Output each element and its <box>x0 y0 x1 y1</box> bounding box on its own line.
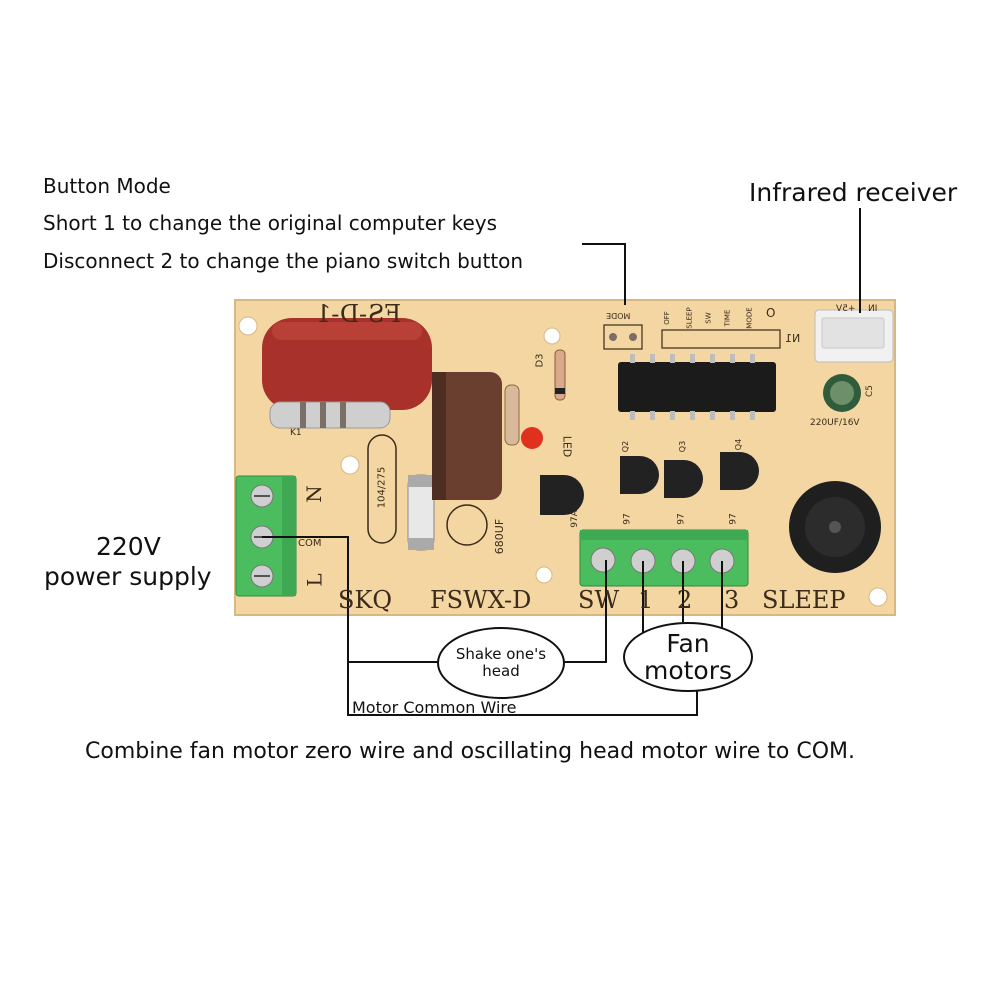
power-resistor <box>269 401 391 429</box>
pcb-k1: K1 <box>290 428 302 438</box>
pcb-skq: SKQ <box>338 586 393 614</box>
pcb-c5-value: 220UF/16V <box>810 418 860 428</box>
pcb-n1: N1 <box>785 332 801 345</box>
mounting-hole <box>543 327 561 345</box>
pcb-key-mode: MODE <box>745 307 754 329</box>
mounting-hole <box>535 566 553 584</box>
transistor-group <box>540 452 759 515</box>
pcb-com: COM <box>298 538 322 549</box>
pcb-q3: Q3 <box>678 440 688 453</box>
pcb-t97a-4: 97 <box>728 513 739 525</box>
pcb-model: FSWX-D <box>430 586 532 614</box>
shake-head-label: Shake one's head <box>455 645 547 680</box>
power-supply-voltage: 220V <box>96 532 161 561</box>
pcb-n: N <box>301 485 326 503</box>
pcb-speed-3: 3 <box>724 586 740 614</box>
fan-motors-bubble: Fan motors <box>623 622 753 692</box>
pcb-sleep: SLEEP <box>762 586 846 614</box>
pcb-t97a-1: 97A <box>569 510 580 528</box>
pcb-5v: +5V <box>836 304 856 314</box>
bottom-caption: Combine fan motor zero wire and oscillat… <box>85 739 855 764</box>
common-wire <box>347 662 698 716</box>
pcb-key-sw: SW <box>704 312 713 324</box>
diode-d3 <box>554 349 566 401</box>
film-capacitor <box>262 318 432 410</box>
pcb-elcap: 680UF <box>493 518 507 555</box>
pcb-q2: Q2 <box>621 440 631 453</box>
pcb-key-time: TIME <box>723 309 732 327</box>
motor-common-wire-label: Motor Common Wire <box>352 698 517 717</box>
shake-head-bubble: Shake one's head <box>437 627 565 699</box>
pcb-speed-2: 2 <box>677 586 693 614</box>
mounting-hole <box>340 455 360 475</box>
pcb-mode: MODE <box>606 311 631 320</box>
pcb-sw: SW <box>578 586 620 614</box>
pcb-cap-label: 104/275 <box>376 466 388 509</box>
button-mode-note-1: Short 1 to change the original computer … <box>43 211 498 235</box>
pcb-l: L <box>302 573 327 587</box>
pcb-speed-1: 1 <box>638 586 654 614</box>
pcb-key-o: O <box>766 306 776 320</box>
led <box>521 427 543 449</box>
pcb-board-id: FS-D-1 <box>316 300 402 328</box>
electrolytic-capacitor <box>432 372 502 500</box>
com-wire <box>262 536 440 663</box>
mounting-hole <box>238 316 258 336</box>
button-mode-note-2: Disconnect 2 to change the piano switch … <box>43 249 524 273</box>
pcb-t97a-3: 97 <box>676 513 687 525</box>
pcb-q4: Q4 <box>734 438 744 451</box>
infrared-receiver-label: Infrared receiver <box>749 178 958 207</box>
mounting-hole <box>868 587 888 607</box>
pcb-c5: C5 <box>865 384 876 398</box>
pcb-key-sleep: SLEEP <box>685 307 694 329</box>
pcb-in: IN <box>868 304 878 314</box>
pcb-led: LED <box>560 435 574 458</box>
pcb-d3: D3 <box>534 353 546 368</box>
pcb-t97a-2: 97 <box>622 513 633 525</box>
fan-motors-label: Fan motors <box>643 629 733 685</box>
pcb-key-off: OFF <box>662 311 671 325</box>
sw-wire <box>561 560 607 663</box>
button-mode-title: Button Mode <box>43 174 171 198</box>
ic-chip <box>618 362 776 412</box>
mode-leader-line <box>582 243 626 305</box>
resistor <box>504 384 520 446</box>
power-supply-label: power supply <box>44 562 212 591</box>
